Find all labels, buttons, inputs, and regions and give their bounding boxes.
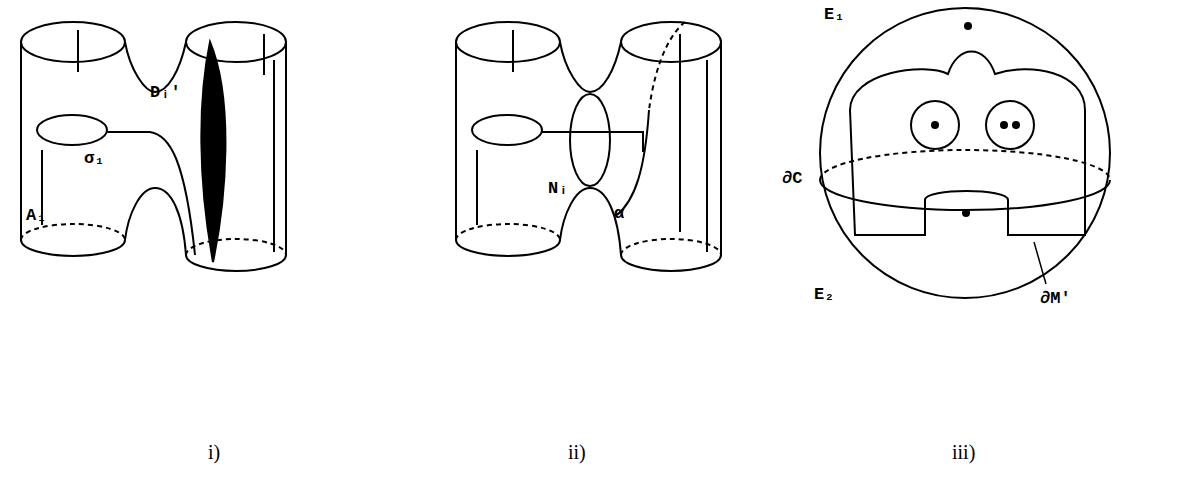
sphere-diagram bbox=[820, 8, 1110, 298]
subfigure-caption: i) bbox=[208, 442, 220, 462]
surface-label: Dᵢ' bbox=[150, 84, 181, 101]
arc-label: α bbox=[614, 205, 624, 222]
boundary-label: ∂C bbox=[782, 170, 802, 187]
subfigure-caption: ii) bbox=[568, 442, 586, 462]
boundary-label: ∂M' bbox=[1040, 290, 1071, 307]
subfigure-caption: iii) bbox=[952, 442, 975, 462]
region-label: E₁ bbox=[824, 6, 844, 23]
region-label: E₂ bbox=[814, 286, 834, 303]
annulus-label: A₁ bbox=[26, 207, 46, 224]
h-surface-with-annulus bbox=[456, 22, 721, 271]
arc-label: σ₁ bbox=[84, 150, 104, 167]
h-surface bbox=[21, 22, 286, 271]
annulus-label: Nᵢ bbox=[548, 180, 568, 197]
